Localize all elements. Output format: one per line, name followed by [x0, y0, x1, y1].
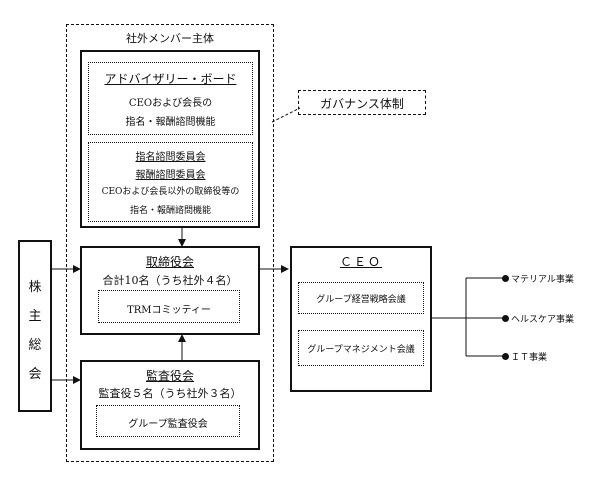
business-it: ＩＴ事業 [511, 353, 548, 363]
trm-committee-label: TRMコミッティー [127, 305, 211, 316]
governance-callout [298, 90, 426, 115]
group-audit-box [96, 405, 240, 437]
group-audit-label: グループ監査役会 [128, 419, 208, 430]
shareholders-char-3: 総 [28, 338, 42, 353]
shareholders-char-1: 株 [28, 280, 42, 295]
audit-members: 監査役５名（うち社外３名） [98, 387, 242, 400]
strategy-meeting-box [298, 282, 424, 314]
trm-committee-box [98, 290, 240, 323]
committees-box [88, 142, 253, 222]
management-meeting-box [298, 330, 424, 366]
management-meeting-label: グループマネジメント会議 [307, 345, 415, 355]
advisory-board-box [88, 62, 253, 135]
outer-member-group [66, 24, 274, 462]
ceo-title: ＣＥＯ [339, 255, 382, 269]
advisory-line2: 指名・報酬諮問機能 [125, 117, 216, 128]
strategy-meeting-label: グループ経営戦略会議 [316, 295, 406, 305]
governance-label: ガバナンス体制 [320, 97, 404, 111]
shareholders-char-2: 主 [28, 309, 42, 324]
business-material: マテリアル事業 [511, 275, 574, 285]
compensation-committee: 報酬諮問委員会 [135, 170, 206, 181]
healthcare-bullet-icon [502, 315, 509, 322]
advisory-board-title: アドバイザリー・ボード [104, 72, 237, 86]
board-of-directors-box [80, 246, 260, 335]
committees-line2: 指名・報酬諮問機能 [129, 206, 211, 216]
audit-board-title: 監査役会 [145, 369, 194, 383]
board-members: 合計10名（うち社外４名） [102, 274, 238, 287]
board-title: 取締役会 [145, 255, 194, 269]
audit-board-box [80, 360, 260, 450]
shareholders-meeting-box [18, 240, 52, 412]
outer-group-label: 社外メンバー主体 [126, 32, 214, 45]
advisory-container [80, 50, 260, 228]
it-bullet-icon [502, 353, 509, 360]
business-healthcare: ヘルスケア事業 [511, 315, 575, 325]
shareholders-char-4: 会 [28, 367, 42, 382]
nomination-committee: 指名諮問委員会 [135, 152, 206, 163]
ceo-box [290, 246, 432, 392]
governance-callout-pointer [271, 107, 301, 123]
material-bullet-icon [502, 275, 509, 282]
advisory-line1: CEOおよび会長の [128, 98, 213, 109]
committees-line1: CEOおよび会長以外の取締役等の [101, 187, 240, 197]
